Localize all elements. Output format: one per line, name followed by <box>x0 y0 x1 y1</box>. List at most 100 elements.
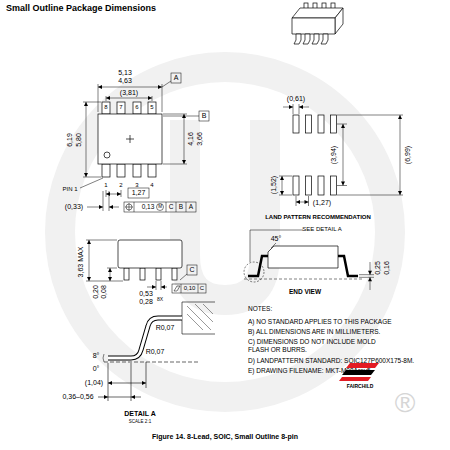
dimension: (1,52) <box>270 176 278 194</box>
end-view-dimensions <box>250 230 303 262</box>
tolerance-value: 0,13 <box>142 203 155 211</box>
end-view-dimensions <box>359 275 374 278</box>
top-view <box>98 102 162 177</box>
side-view-dimensions <box>156 281 161 290</box>
note: D) LANDPATTERN STANDARD: SOIC127P600X175… <box>248 357 414 365</box>
dimension: (1,04) <box>85 379 103 387</box>
land-pattern <box>293 176 299 195</box>
top-view <box>148 164 156 177</box>
detail-a <box>108 362 146 401</box>
fairchild-logo <box>339 377 371 381</box>
view-title: LAND PATTERN RECOMMENDATION <box>265 214 371 221</box>
side-view-dimensions <box>174 286 180 291</box>
top-view <box>133 102 141 114</box>
dimension-lines <box>134 202 186 212</box>
datum-label: C <box>200 285 204 292</box>
datum-label: C <box>189 266 194 274</box>
view-title: END VIEW <box>289 288 321 296</box>
top-view <box>102 102 110 114</box>
land-pattern-dimensions <box>343 124 344 186</box>
side-view-dimensions <box>180 274 187 280</box>
land-pattern-dimensions <box>337 124 347 186</box>
view-title: DETAIL A <box>124 410 155 418</box>
scale-label: SCALE 2:1 <box>129 419 151 424</box>
watermark: ® <box>395 386 416 420</box>
dimension-lines <box>83 102 101 177</box>
dimension-lines <box>98 84 162 112</box>
dimension: 0,16 <box>383 261 391 275</box>
land-pattern <box>318 115 324 133</box>
side-view-dimensions <box>110 268 111 281</box>
pin-number: 7 <box>119 104 122 111</box>
datum-label: C <box>169 203 174 211</box>
land-pattern-dimensions <box>296 202 309 203</box>
land-pattern-dimensions <box>279 176 292 195</box>
land-pattern <box>318 176 324 195</box>
detail-a <box>104 362 200 363</box>
dimension-lines <box>80 178 103 188</box>
package-3d-view <box>312 34 319 44</box>
side-view <box>118 240 182 280</box>
watermark <box>60 67 390 397</box>
end-view-dimensions <box>271 243 276 248</box>
land-pattern <box>331 115 337 133</box>
dimension: 0,28 <box>139 298 153 306</box>
side-view <box>156 268 161 280</box>
end-view-dimensions <box>244 230 374 290</box>
dimension-lines <box>124 202 196 212</box>
land-pattern <box>306 115 312 133</box>
dimension: 4,16 <box>187 132 195 146</box>
side-view-dimensions <box>107 268 117 269</box>
end-view-dimensions <box>244 279 362 280</box>
datum-label: B <box>179 203 183 211</box>
datum-label: B <box>202 112 207 120</box>
dimension-lines <box>106 96 152 101</box>
dimension: 1,27 <box>132 189 146 197</box>
side-view-dimensions <box>187 265 197 275</box>
side-view-dimensions <box>172 284 206 293</box>
radius-label: R0,07 <box>156 324 175 332</box>
pin-number: 2 <box>119 182 122 189</box>
notes-heading: NOTES: <box>248 305 272 313</box>
package-3d-view <box>292 8 343 18</box>
dimension-lines <box>128 188 149 198</box>
dimension: 3,63 MAX <box>77 247 85 278</box>
package-3d-view <box>292 3 343 44</box>
dimension: 0,25 <box>374 261 382 275</box>
package-3d-view <box>292 18 335 34</box>
dimension: 0,08 <box>100 285 108 299</box>
dimension: 5,80 <box>75 133 83 147</box>
detail-a <box>108 397 131 398</box>
end-view-dimensions <box>370 262 371 275</box>
top-view <box>98 114 162 164</box>
detail-a <box>182 302 215 334</box>
package-3d-view <box>321 34 328 44</box>
land-pattern-dimensions <box>279 104 403 206</box>
dimension: (3,94) <box>330 146 338 164</box>
side-view-dimensions <box>86 240 123 281</box>
dimension: 0,36–0,56 <box>62 393 93 401</box>
note: B) ALL DIMENSIONS ARE IN MILLIMETERS. <box>248 328 380 336</box>
land-pattern-dimensions <box>282 176 283 195</box>
angle-label: 45° <box>271 235 282 243</box>
package-3d-view <box>303 34 310 44</box>
dimension-lines <box>98 87 162 88</box>
dimension-lines <box>80 73 209 212</box>
dimension-lines <box>109 207 119 208</box>
detail-a <box>103 354 104 362</box>
land-pattern-dimensions <box>299 107 309 108</box>
detail-a <box>108 318 182 358</box>
land-pattern <box>306 176 312 195</box>
dimension: (0,61) <box>287 95 305 103</box>
dimension-lines <box>163 114 187 164</box>
detail-a <box>187 304 213 330</box>
top-view <box>133 164 141 177</box>
pin-label: PIN 1 <box>62 186 77 193</box>
land-pattern-dimensions <box>283 107 293 108</box>
end-view <box>338 256 358 276</box>
top-view <box>117 164 125 177</box>
side-view <box>124 268 129 280</box>
dimension-lines <box>157 204 164 211</box>
dimension-lines <box>125 203 133 211</box>
pin-number: 1 <box>104 182 107 189</box>
